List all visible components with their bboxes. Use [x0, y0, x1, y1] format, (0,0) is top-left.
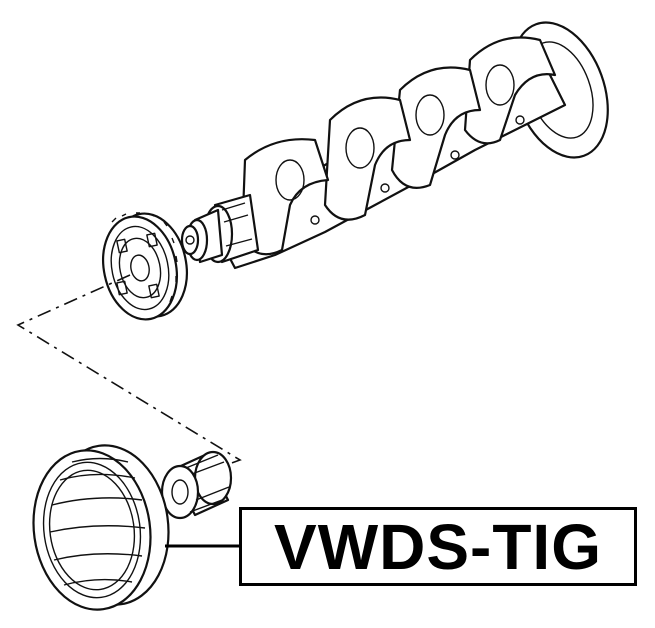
crankshaft: [180, 21, 609, 270]
part-label-box: VWDS-TIG: [239, 507, 637, 586]
crankshaft-pulley: [32, 444, 170, 611]
timing-gear: [102, 212, 188, 321]
gear-bushing: [160, 450, 233, 520]
part-number-label: VWDS-TIG: [274, 510, 602, 583]
